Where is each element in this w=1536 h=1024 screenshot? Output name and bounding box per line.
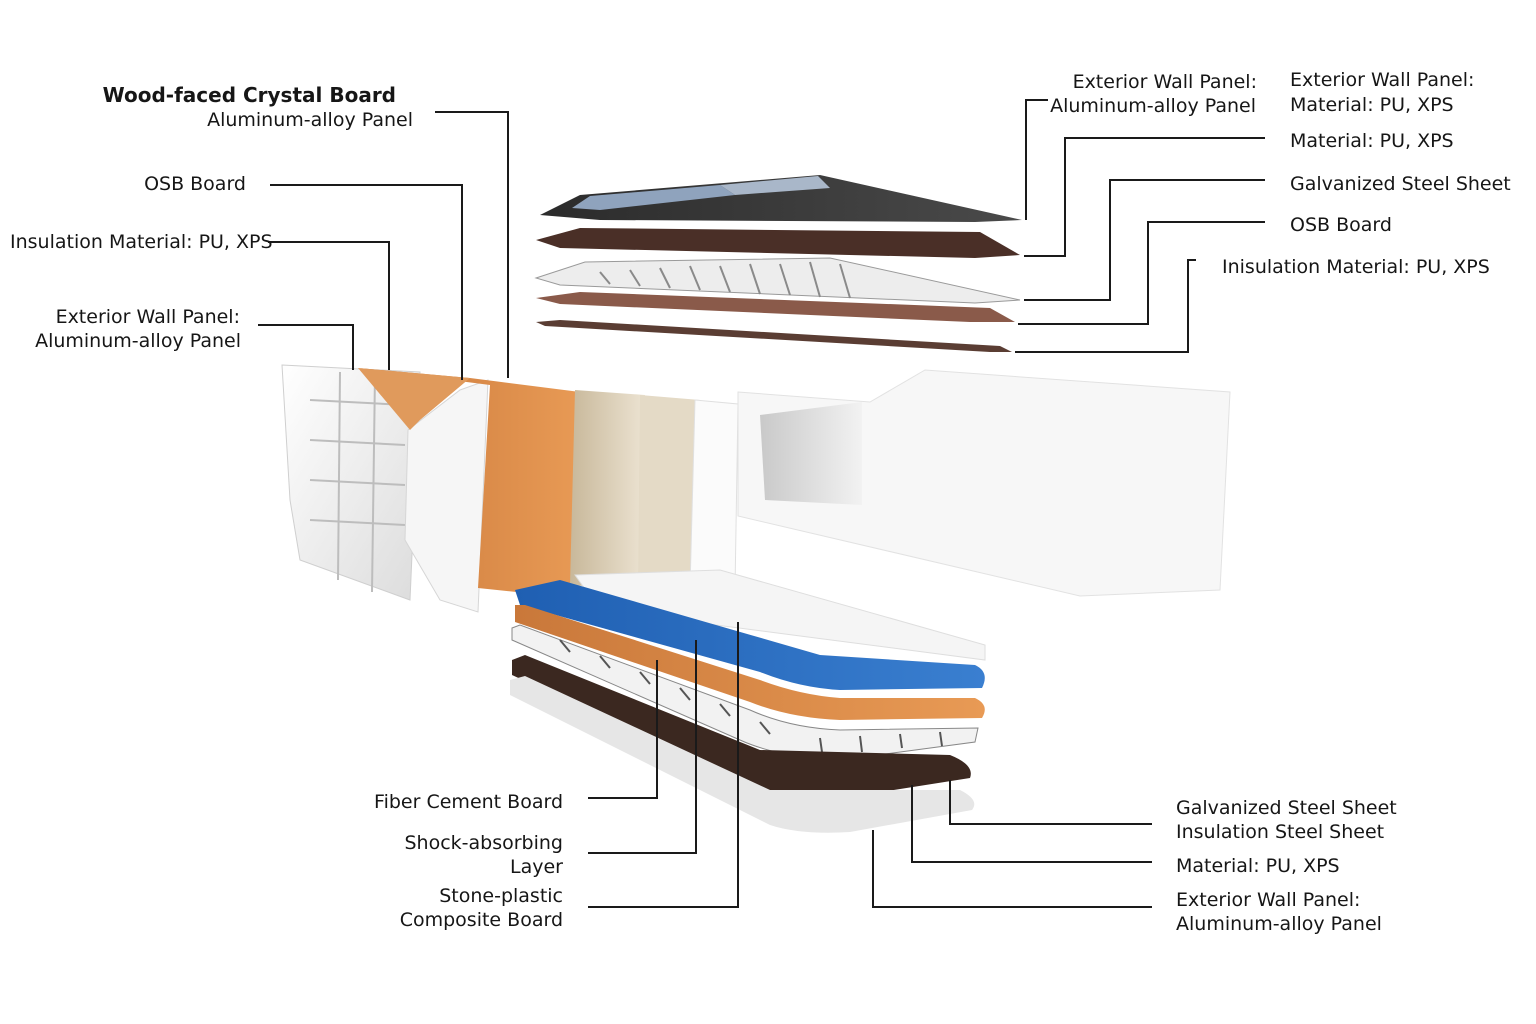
label-top-right-2: Material: PU, XPS: [1290, 94, 1454, 116]
roof-insulation-layer: [536, 292, 1015, 322]
wall-exterior-panel-grid: [281, 364, 421, 601]
label-top-right-1: Exterior Wall Panel:: [1290, 69, 1475, 91]
label-insulation-left: Insulation Material: PU, XPS: [10, 231, 273, 253]
roof-steel-frame: [534, 257, 1021, 304]
label-osb-right: OSB Board: [1290, 214, 1392, 236]
label-stone-1: Stone-plastic: [439, 885, 563, 907]
floor-dark-layer: [512, 655, 971, 800]
floor-bottom-shadow: [510, 676, 975, 833]
roof-bottom-layer: [536, 320, 1012, 352]
label-fiber-cement: Fiber Cement Board: [374, 791, 563, 813]
wall-orange-osb: [358, 368, 580, 598]
label-ext-wall-left-1: Exterior Wall Panel:: [55, 306, 240, 328]
label-stone-2: Composite Board: [399, 909, 563, 931]
label-br-galvanized: Galvanized Steel Sheet: [1176, 797, 1397, 819]
floor-blue-layer: [515, 580, 985, 690]
label-br-ext-2: Aluminum-alloy Panel: [1176, 913, 1382, 935]
right-white-box: [737, 369, 1231, 597]
label-top-center-1: Exterior Wall Panel:: [1072, 71, 1257, 93]
wall-white-panel: [404, 379, 489, 613]
floor-steel-frame: [511, 624, 979, 761]
roof-osb-layer: [536, 228, 1020, 258]
label-wood-faced-sub: Aluminum-alloy Panel: [207, 109, 413, 131]
label-osb-left: OSB Board: [144, 173, 246, 195]
label-shock-2: Layer: [510, 856, 563, 878]
label-br-insulation-steel: Insulation Steel Sheet: [1176, 821, 1385, 843]
label-galvanized-right: Galvanized Steel Sheet: [1290, 173, 1511, 195]
wall-beige-insulation: [570, 390, 700, 590]
label-shock-1: Shock-absorbing: [404, 832, 563, 854]
label-inisulation-right: Inisulation Material: PU, XPS: [1222, 256, 1490, 278]
label-ext-wall-left-2: Aluminum-alloy Panel: [35, 330, 241, 352]
label-br-material: Material: PU, XPS: [1176, 855, 1340, 877]
floor-orange-layer: [515, 605, 985, 720]
wall-white-inner: [689, 399, 739, 591]
label-material-right: Material: PU, XPS: [1290, 130, 1454, 152]
label-wood-faced-title: Wood-faced Crystal Board: [102, 83, 396, 107]
leader-lines: [258, 99, 1265, 908]
roof-panel-metal: [540, 175, 1022, 222]
label-br-ext-1: Exterior Wall Panel:: [1176, 889, 1361, 911]
label-top-center-2: Aluminum-alloy Panel: [1050, 95, 1256, 117]
